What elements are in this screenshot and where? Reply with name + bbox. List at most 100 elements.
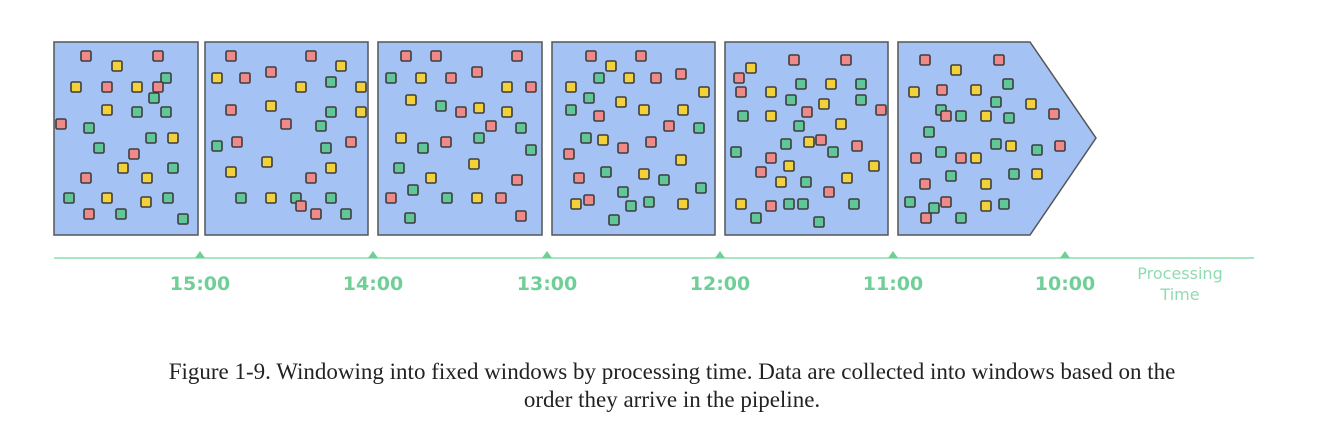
data-element [990, 96, 1002, 108]
data-element [583, 92, 595, 104]
data-element [583, 194, 595, 206]
data-element [735, 198, 747, 210]
data-element [1025, 98, 1037, 110]
data-element [525, 81, 537, 93]
data-element [580, 132, 592, 144]
data-element [140, 196, 152, 208]
data-element [733, 72, 745, 84]
data-element [980, 178, 992, 190]
data-element [993, 54, 1005, 66]
data-element [600, 166, 612, 178]
data-element [83, 208, 95, 220]
tick-label: 11:00 [863, 273, 923, 295]
data-element [940, 110, 952, 122]
data-element [563, 148, 575, 160]
processing-time-axis: 15:00 14:00 13:00 12:00 11:00 10:00 Proc… [54, 251, 1254, 304]
data-element [855, 78, 867, 90]
data-element [950, 64, 962, 76]
data-element [780, 138, 792, 150]
data-element [745, 62, 757, 74]
data-element [765, 110, 777, 122]
data-element [345, 136, 357, 148]
tick-label: 10:00 [1035, 273, 1095, 295]
data-element [265, 192, 277, 204]
data-element [1005, 140, 1017, 152]
data-element [440, 136, 452, 148]
data-element [855, 94, 867, 106]
data-element [511, 174, 523, 186]
data-element [471, 192, 483, 204]
data-element [261, 156, 273, 168]
data-element [265, 100, 277, 112]
data-element [152, 81, 164, 93]
data-element [515, 210, 527, 222]
data-element [617, 142, 629, 154]
windowing-diagram: 15:00 14:00 13:00 12:00 11:00 10:00 Proc… [53, 41, 1254, 304]
data-element [663, 120, 675, 132]
data-element [793, 120, 805, 132]
data-element [868, 160, 880, 172]
caption-line-2: order they arrive in the pipeline. [523, 387, 821, 412]
data-element [801, 106, 813, 118]
data-element [167, 162, 179, 174]
data-element [615, 96, 627, 108]
data-element [117, 162, 129, 174]
data-element [945, 170, 957, 182]
data-element [765, 86, 777, 98]
data-element [70, 81, 82, 93]
tick-marker [195, 251, 205, 258]
data-element [473, 132, 485, 144]
data-element [407, 184, 419, 196]
data-element [211, 72, 223, 84]
data-element [785, 94, 797, 106]
data-element [141, 172, 153, 184]
data-element [875, 104, 887, 116]
data-element [385, 192, 397, 204]
data-element [55, 118, 67, 130]
data-element [320, 142, 332, 154]
data-element [315, 120, 327, 132]
data-element [325, 76, 337, 88]
data-element [608, 214, 620, 226]
data-element [1054, 140, 1066, 152]
data-element [265, 66, 277, 78]
data-element [818, 98, 830, 110]
data-element [131, 81, 143, 93]
data-element [148, 92, 160, 104]
data-element [485, 120, 497, 132]
data-element [225, 104, 237, 116]
data-element [848, 198, 860, 210]
data-element [501, 81, 513, 93]
data-element [910, 152, 922, 164]
data-element [565, 104, 577, 116]
data-element [919, 54, 931, 66]
data-element [585, 50, 597, 62]
data-element [675, 154, 687, 166]
data-element [145, 132, 157, 144]
data-element [573, 172, 585, 184]
data-element [928, 202, 940, 214]
data-element [783, 160, 795, 172]
tick-marker [542, 251, 552, 258]
axis-title-line2: Time [1159, 285, 1199, 304]
data-element [970, 84, 982, 96]
data-element [80, 50, 92, 62]
data-element [425, 172, 437, 184]
data-element [597, 134, 609, 146]
data-element [730, 146, 742, 158]
data-element [310, 208, 322, 220]
window-12-00 [551, 41, 716, 236]
data-element [1031, 144, 1043, 156]
data-element [650, 72, 662, 84]
data-element [101, 104, 113, 116]
data-element [920, 212, 932, 224]
window-13-00 [377, 41, 543, 236]
data-element [841, 172, 853, 184]
data-element [635, 50, 647, 62]
data-element [980, 110, 992, 122]
data-element [495, 192, 507, 204]
axis-title-line1: Processing [1137, 264, 1222, 283]
tick-label: 15:00 [170, 273, 230, 295]
data-element [735, 86, 747, 98]
data-element [340, 208, 352, 220]
